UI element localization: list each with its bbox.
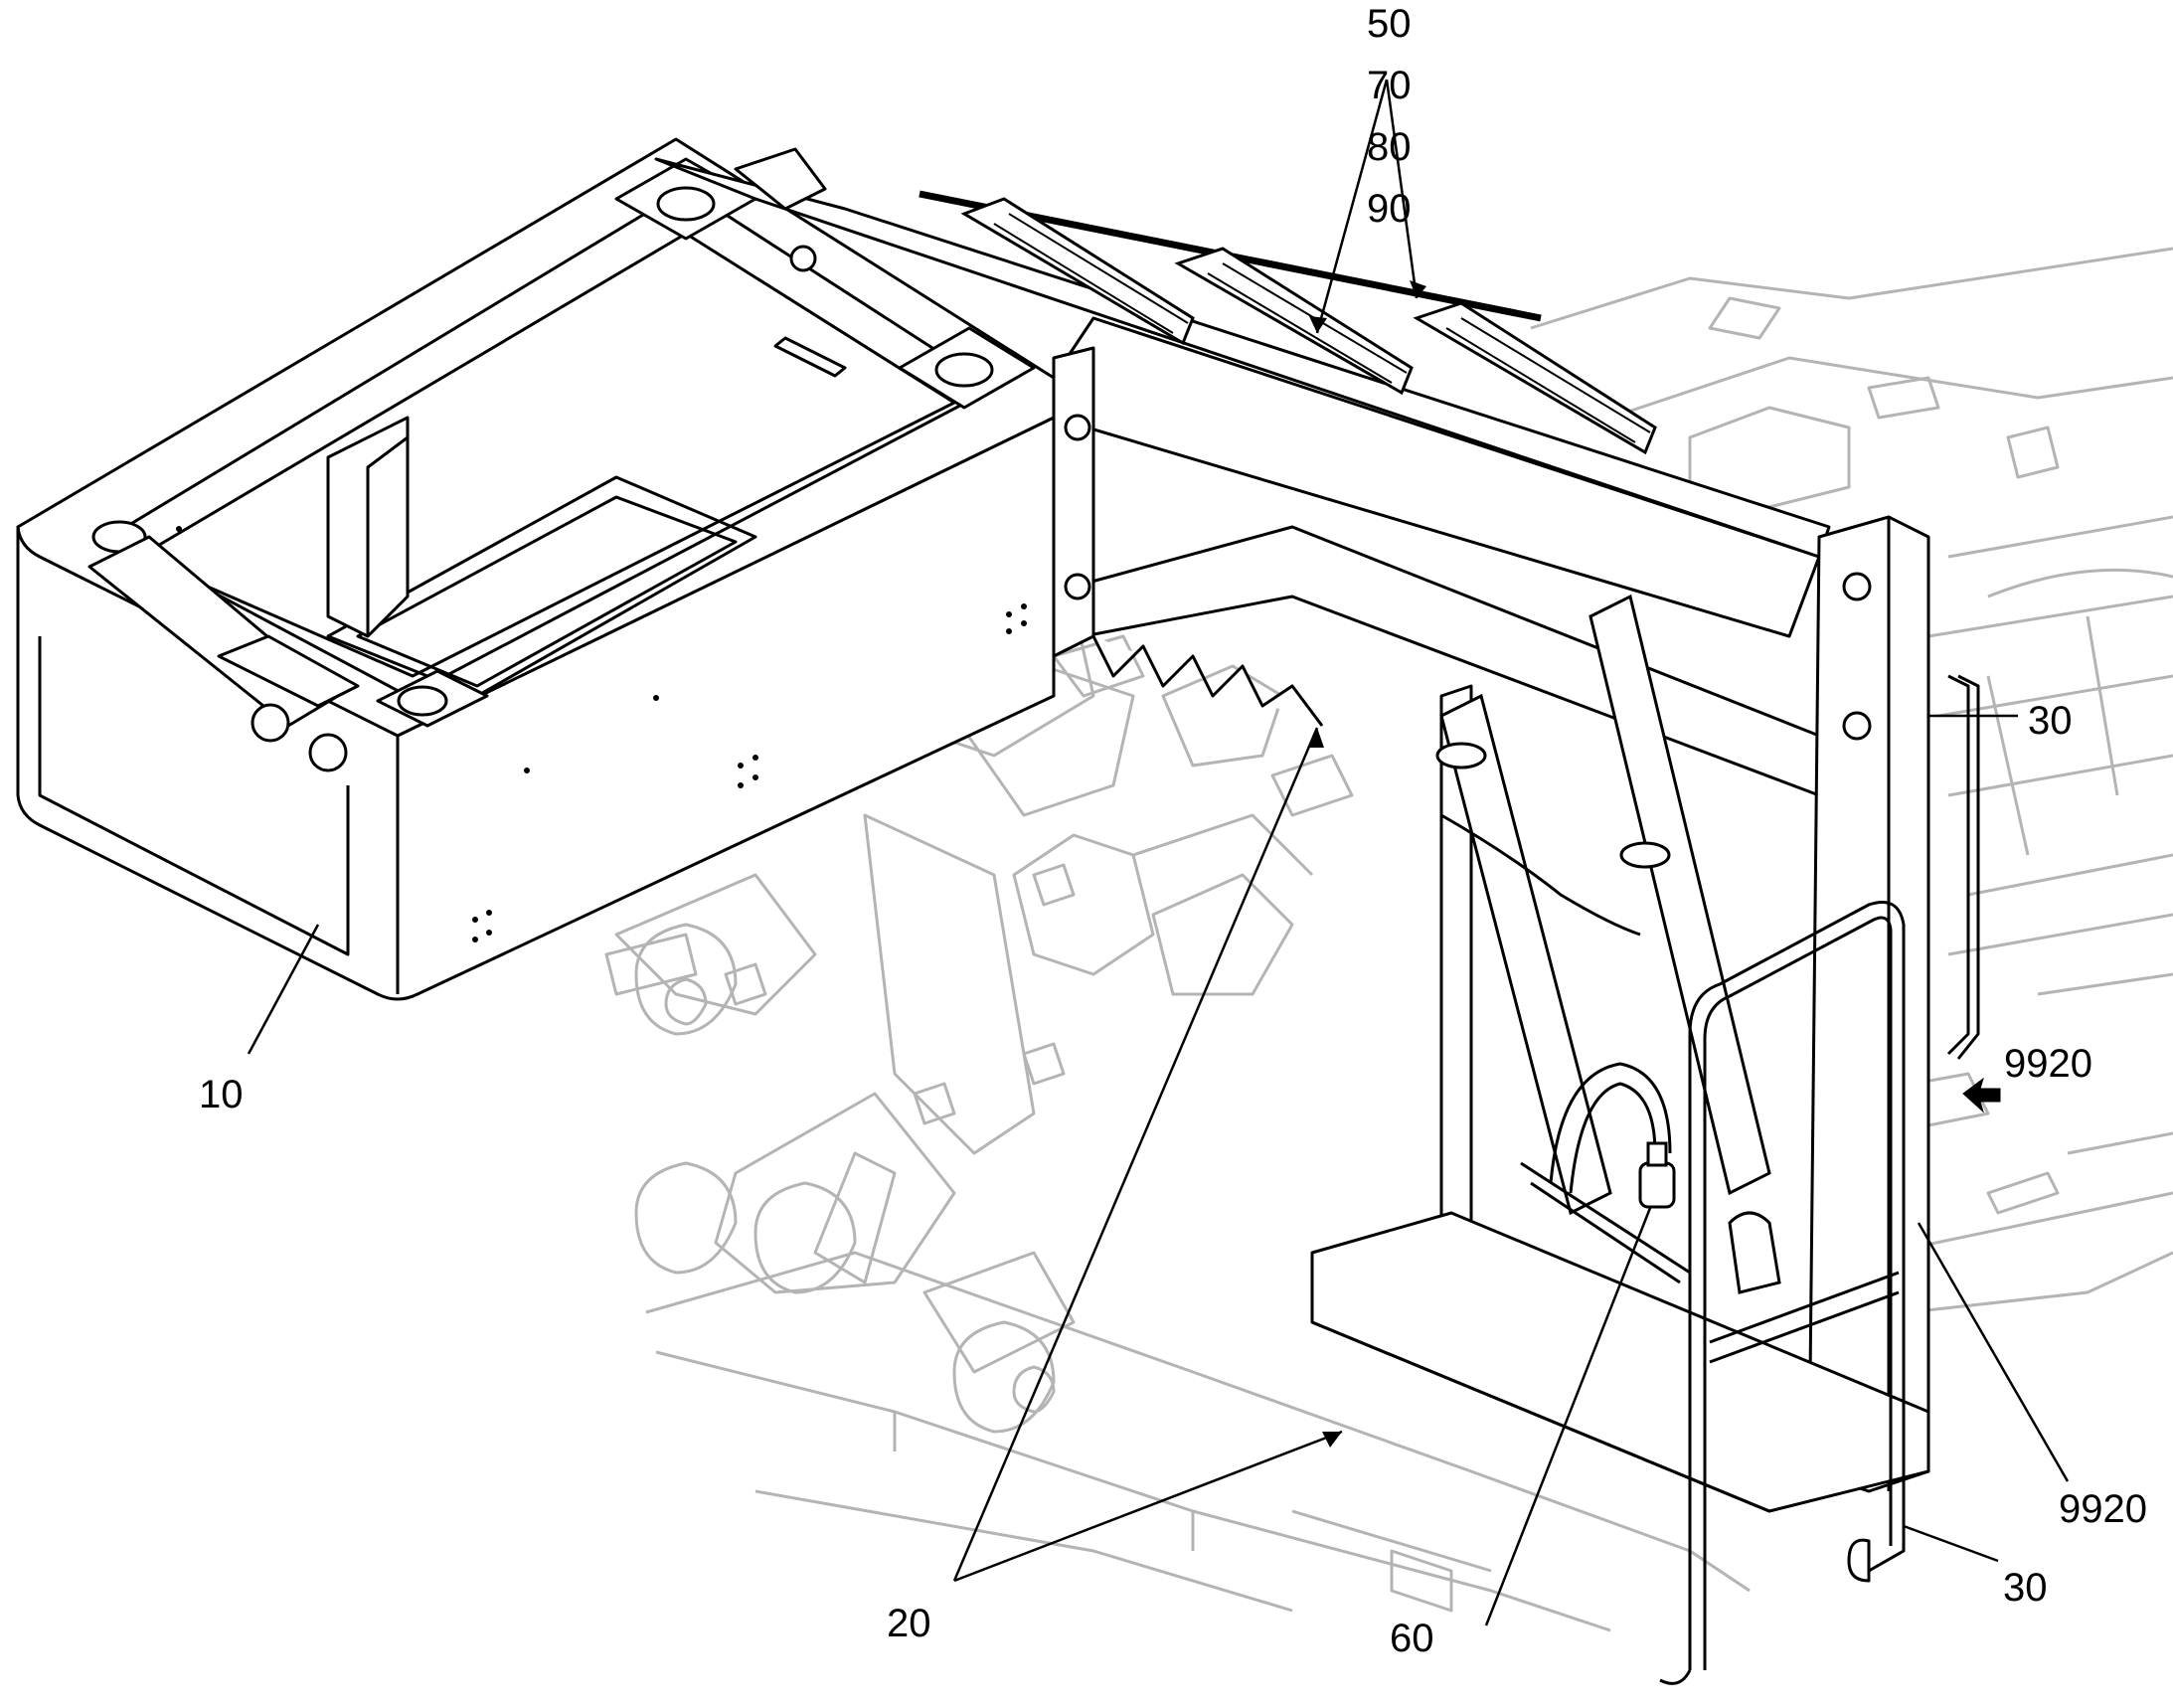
- callout-70: 70: [1367, 64, 1412, 107]
- callout-30-top: 30: [2028, 699, 2073, 743]
- leader-60: [1484, 1207, 1652, 1626]
- leader-lines: [247, 79, 2070, 1626]
- callout-10: 10: [199, 1073, 244, 1116]
- leader-90-a: [1315, 79, 1389, 334]
- boom-frame: [654, 147, 1930, 1513]
- light-bars: [919, 190, 1657, 455]
- callout-80: 80: [1367, 125, 1412, 169]
- leader-90-b: [1385, 79, 1419, 299]
- leader-arrowheads: [1307, 280, 1426, 1448]
- leader-10: [247, 924, 320, 1055]
- counterweight-box: [16, 137, 1056, 1001]
- view-direction-arrow: [1962, 1077, 2001, 1113]
- background-chassis: [604, 247, 2173, 1632]
- callout-90: 90: [1367, 187, 1412, 231]
- hydraulic-cylinders: [1435, 594, 1781, 1294]
- callout-9920-bottom: 9920: [2059, 1487, 2147, 1531]
- hydraulic-hoses: [1440, 813, 1691, 1284]
- callout-60: 60: [1390, 1617, 1434, 1660]
- callout-50: 50: [1367, 2, 1412, 46]
- leader-30-bottom: [1903, 1524, 1999, 1563]
- handrails: [1659, 674, 1980, 1685]
- leader-20-a: [952, 727, 1319, 1582]
- callout-9920-top: 9920: [2004, 1042, 2092, 1086]
- callout-30-bottom: 30: [2003, 1566, 2048, 1610]
- leader-20-b: [953, 1430, 1343, 1583]
- leader-9920-bottom: [1917, 1222, 2070, 1482]
- callout-20: 20: [887, 1602, 931, 1645]
